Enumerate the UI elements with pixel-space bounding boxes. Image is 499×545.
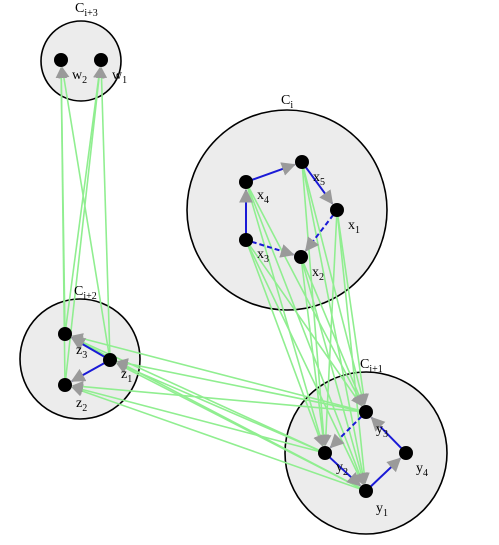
cross-edge-x2-y2 bbox=[300, 262, 329, 447]
cycle-edge-x3-x2 bbox=[251, 240, 295, 258]
cross-edge-layer bbox=[55, 66, 370, 490]
vertex-label-x4: x4 bbox=[257, 188, 269, 206]
cycle-edge-x4-x5 bbox=[251, 162, 296, 181]
cluster-label-ci3: Ci+3 bbox=[75, 1, 98, 19]
cross-edge-z1-w2 bbox=[58, 66, 110, 355]
cycle-edge-z1-z2 bbox=[70, 362, 106, 382]
cross-edge-y3-z1 bbox=[116, 358, 361, 412]
cluster-layer bbox=[19, 20, 448, 535]
cluster-ci1 bbox=[284, 371, 448, 535]
cross-edge-y2-z2 bbox=[71, 384, 320, 453]
cross-edge-y2-z1 bbox=[116, 362, 320, 452]
cycle-edge-z1-z3 bbox=[70, 337, 106, 358]
vertex-x2 bbox=[294, 250, 308, 264]
cluster-label-ci1: Ci+1 bbox=[360, 357, 383, 375]
cross-edge-y3-z3 bbox=[71, 333, 361, 412]
cycle-edge-y3-y2 bbox=[329, 415, 363, 449]
cross-edge-x3-y2 bbox=[247, 245, 324, 447]
vertex-label-y2: y2 bbox=[336, 460, 348, 478]
vertex-label-x5: x5 bbox=[313, 170, 325, 188]
vertex-label-y4: y4 bbox=[416, 461, 428, 479]
vertex-label-z1: z1 bbox=[121, 367, 132, 385]
cross-edge-z1-w1 bbox=[95, 66, 111, 355]
vertex-z1 bbox=[103, 353, 117, 367]
vertex-y2 bbox=[318, 446, 332, 460]
cluster-label-ci: Ci bbox=[281, 93, 293, 111]
vertex-label-x3: x3 bbox=[257, 247, 269, 265]
vertex-x4 bbox=[239, 175, 253, 189]
vertex-label-w2: w2 bbox=[72, 68, 87, 86]
cycle-edge-y1-y4 bbox=[369, 457, 402, 488]
vertex-w1 bbox=[94, 53, 108, 67]
vertex-y1 bbox=[359, 484, 373, 498]
cross-edge-x2-y3 bbox=[302, 262, 365, 406]
vertex-z2 bbox=[58, 378, 72, 392]
cross-edge-x3-y3 bbox=[248, 244, 363, 407]
cross-edge-y3-z2 bbox=[71, 381, 361, 413]
vertex-label-z3: z3 bbox=[76, 343, 87, 361]
cluster-ci3 bbox=[40, 20, 122, 102]
cycle-edge-x5-x1 bbox=[304, 166, 334, 205]
vertex-x3 bbox=[239, 233, 253, 247]
cross-edge-z2-w1 bbox=[64, 66, 105, 380]
vertex-label-z2: z2 bbox=[76, 396, 87, 414]
cross-edge-x5-y1 bbox=[302, 167, 369, 485]
vertex-x5 bbox=[295, 155, 309, 169]
vertex-label-x1: x1 bbox=[348, 218, 360, 236]
vertex-w2 bbox=[54, 53, 68, 67]
vertex-label-x2: x2 bbox=[312, 265, 324, 283]
vertex-y4 bbox=[399, 446, 413, 460]
cross-edge-x1-y1 bbox=[336, 215, 370, 485]
vertex-y3 bbox=[359, 405, 373, 419]
vertex-z3 bbox=[58, 327, 72, 341]
cross-edge-x1-y3 bbox=[337, 215, 369, 406]
cycle-edge-layer bbox=[70, 162, 403, 488]
cross-edge-x5-y2 bbox=[301, 167, 330, 447]
cluster-label-ci2: Ci+2 bbox=[74, 284, 97, 302]
vertex-label-y1: y1 bbox=[376, 501, 388, 519]
vertex-label-w1: w1 bbox=[112, 68, 127, 86]
cycle-edge-y2-y1 bbox=[328, 456, 362, 487]
cycle-edge-y4-y3 bbox=[370, 416, 403, 450]
cluster-ci bbox=[186, 109, 388, 311]
cross-edge-x4-y2 bbox=[246, 187, 326, 447]
cross-edge-y1-z2 bbox=[71, 385, 361, 490]
vertex-label-y3: y3 bbox=[376, 422, 388, 440]
vertex-layer bbox=[54, 53, 413, 498]
cross-edge-x2-y1 bbox=[301, 262, 367, 485]
vertex-x1 bbox=[330, 203, 344, 217]
